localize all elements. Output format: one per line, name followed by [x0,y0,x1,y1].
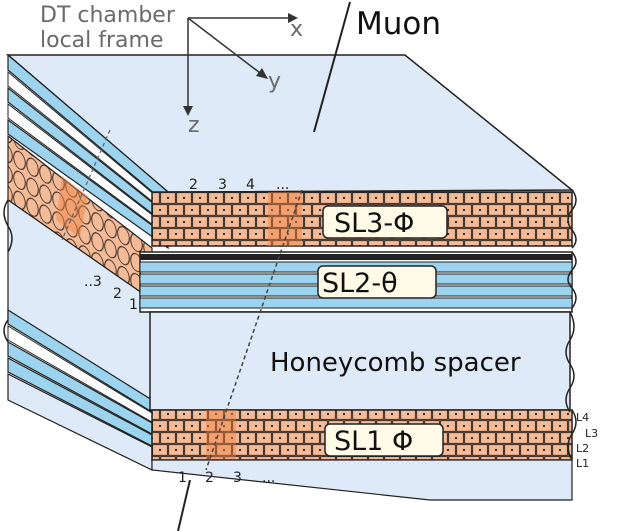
sl3-label-box [322,205,448,239]
honeycomb-spacer [149,311,571,411]
layer-label: L3 [585,427,598,440]
cell-number-side: 1 [129,297,138,313]
axis-x-label: x [290,17,303,42]
left-track-highlight [56,176,88,238]
sl2-label-box [317,265,437,299]
sl3-track-highlight [268,192,302,246]
cell-number-side: ..3 [84,274,102,290]
cell-number-side: 2 [113,286,122,302]
sl3-label: SL3-Φ [334,208,414,239]
layer-label: L1 [576,457,589,470]
cell-number-bottom: 3 [233,470,242,486]
right-cut-edge [565,189,577,461]
layer-label: L2 [576,442,589,455]
muon-track-dashed [205,189,303,471]
cell-number-top: 4 [246,177,255,193]
side-track-dashed [61,129,111,241]
muon-label: Muon [356,6,441,42]
layer-label: L4 [576,411,589,424]
cell-number-bottom: 2 [205,470,214,486]
muon-track-lower [177,479,191,531]
left-upper-strips [7,53,169,250]
sl2-label: SL2-θ [322,268,398,299]
frame-title-line2: local frame [40,28,164,53]
cell-number-bottom: 1 [178,470,187,486]
cell-number-top: 3 [218,177,227,193]
sl1-label-box [324,423,444,457]
cell-number-top: 2 [189,177,198,193]
axis-y-label: y [268,69,281,94]
sl1-label: SL1 Φ [334,426,413,457]
coordinate-frame [183,13,298,116]
frame-title-line1: DT chamber [40,3,176,28]
bottom-plate [151,459,573,501]
cell-number-top: ... [276,177,289,193]
cell-number-bottom: ... [262,470,275,486]
honeycomb-spacer-label: Honeycomb spacer [270,348,521,378]
left-cut-edge [3,199,13,343]
muon-track-upper [313,1,351,133]
left-lower-strips [7,308,153,471]
sl1-track-highlight [206,410,236,460]
axis-z-label: z [188,113,200,138]
